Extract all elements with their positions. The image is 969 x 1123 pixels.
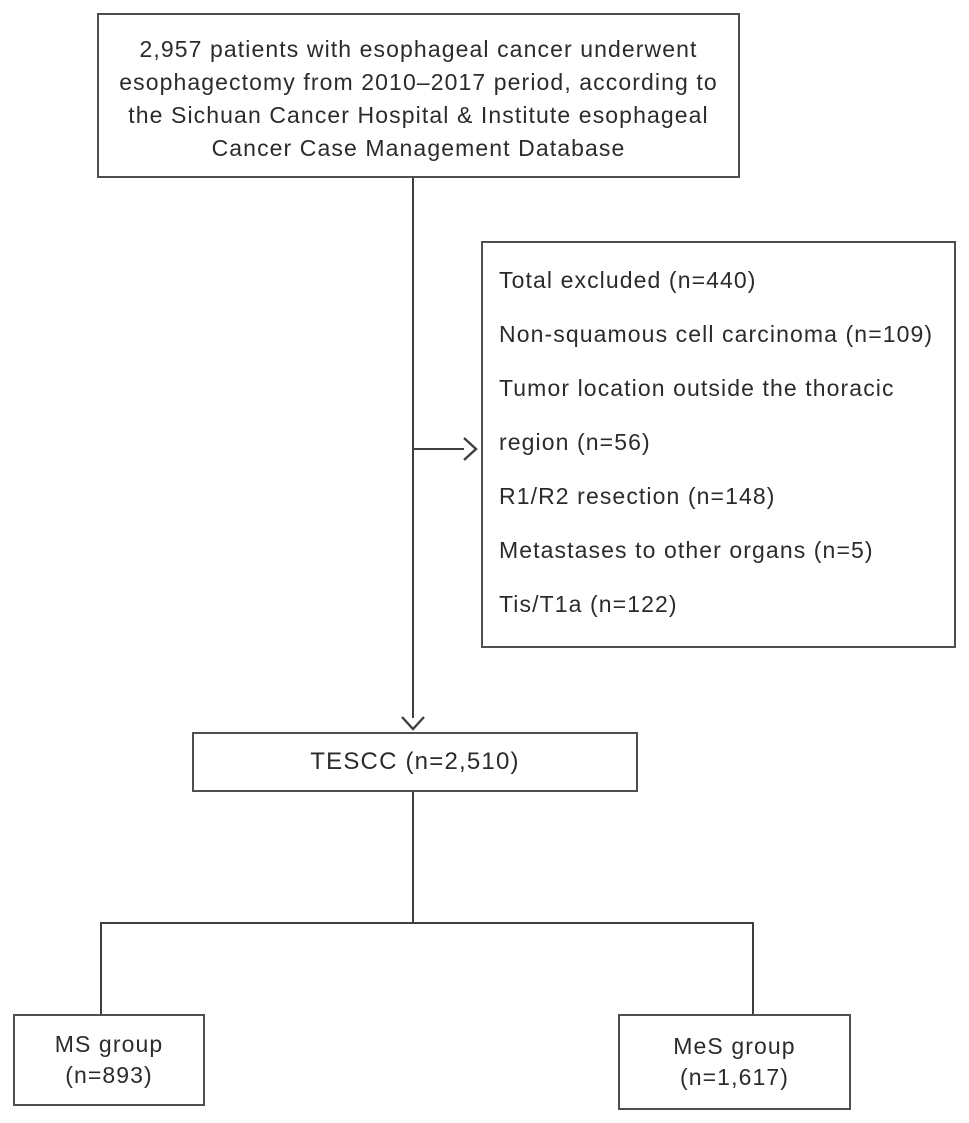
mes-group-box: MeS group (n=1,617)	[618, 1014, 851, 1110]
connector-split-to-mes	[752, 922, 754, 1014]
exclusion-item: Tis/T1a (n=122)	[499, 591, 678, 617]
source-cohort-text-line: esophagectomy from 2010–2017 period, acc…	[119, 68, 718, 95]
connector-split-horizontal	[100, 922, 754, 924]
ms-group-box: MS group (n=893)	[13, 1014, 205, 1106]
arrow-right-icon	[463, 437, 478, 461]
arrow-down-icon	[401, 716, 425, 731]
source-cohort-text-line: the Sichuan Cancer Hospital & Institute …	[128, 101, 709, 128]
connector-split-to-ms	[100, 922, 102, 1014]
source-cohort-text-line: 2,957 patients with esophageal cancer un…	[139, 35, 698, 62]
exclusion-item: Non-squamous cell carcinoma (n=109)	[499, 321, 934, 347]
tescc-label: TESCC (n=2,510)	[310, 748, 520, 775]
ms-group-count: (n=893)	[65, 1062, 153, 1088]
exclusion-item: Total excluded (n=440)	[499, 267, 757, 293]
mes-group-count: (n=1,617)	[680, 1064, 789, 1090]
tescc-box: TESCC (n=2,510)	[192, 732, 638, 792]
source-cohort-box: 2,957 patients with esophageal cancer un…	[97, 13, 740, 178]
exclusion-item: Tumor location outside the thoracic regi…	[499, 375, 895, 455]
exclusion-box: Total excluded (n=440) Non-squamous cell…	[481, 241, 956, 648]
exclusion-item: Metastases to other organs (n=5)	[499, 537, 874, 563]
ms-group-label: MS group	[54, 1031, 164, 1057]
connector-tescc-to-split	[412, 792, 414, 923]
mes-group-label: MeS group	[673, 1033, 796, 1059]
source-cohort-text-line: Cancer Case Management Database	[211, 134, 626, 161]
exclusion-item: R1/R2 resection (n=148)	[499, 483, 776, 509]
connector-branch-to-exclusion	[413, 448, 464, 450]
